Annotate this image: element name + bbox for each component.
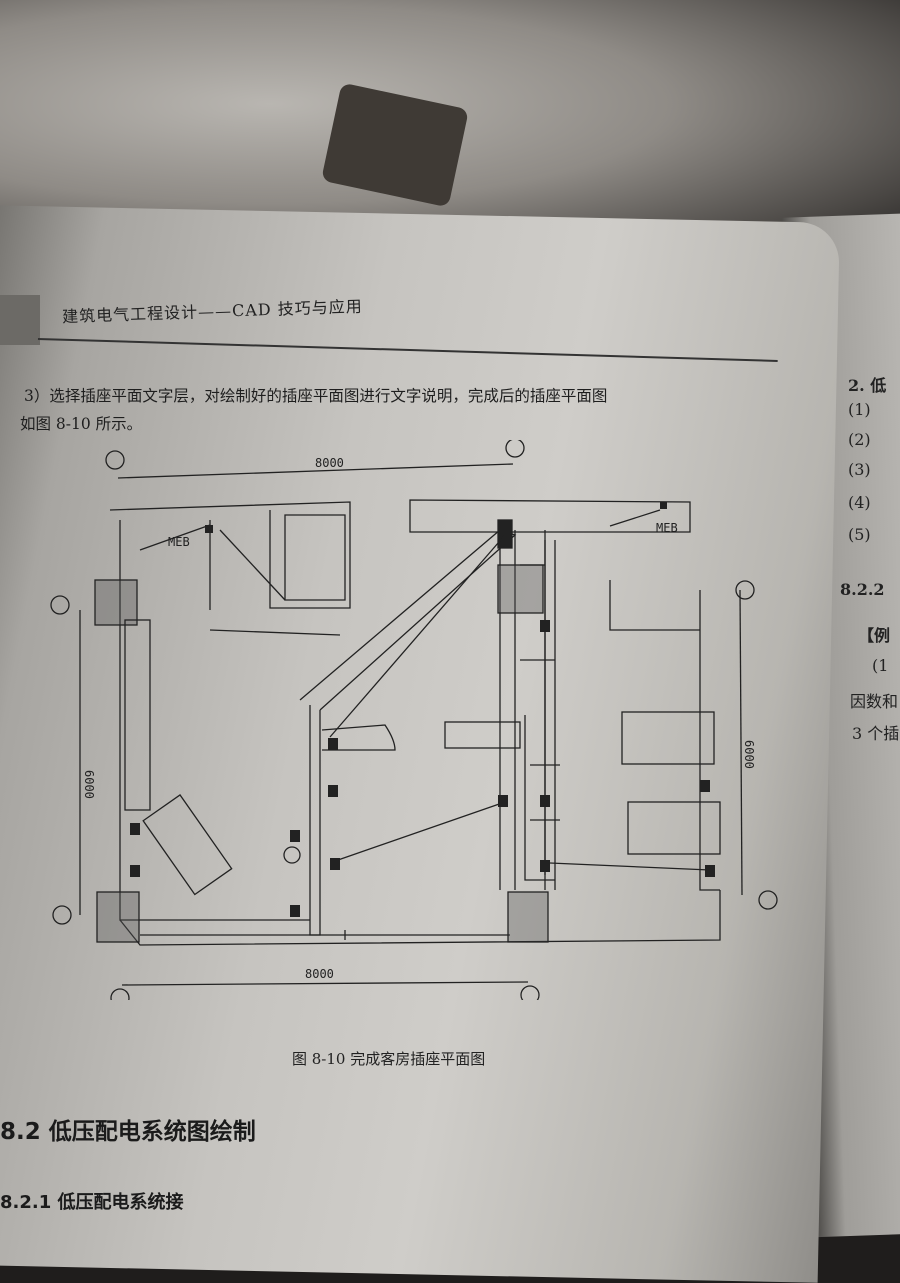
facing-page-line-10: 因数和 <box>850 692 899 711</box>
facing-page-line-8: 【例 <box>858 626 891 645</box>
paragraph-line-2: 如图 8-10 所示。 <box>20 415 143 433</box>
meb-label-right: MEB <box>656 521 678 535</box>
figure-caption: 图 8-10 完成客房插座平面图 <box>292 1050 486 1068</box>
facing-page-line-2: (1) <box>848 400 871 419</box>
section-heading: 8.2 低压配电系统图绘制 <box>0 1119 256 1145</box>
meb-label-left: MEB <box>168 535 190 549</box>
facing-page-line-9: (1 <box>872 656 889 675</box>
dimension-right: 6000 <box>742 740 756 769</box>
facing-page-line-4: (3) <box>848 460 871 479</box>
dimension-bottom: 8000 <box>305 967 334 981</box>
floor-plan-drawing: 8000 8000 6000 6000 MEB MEB <box>50 440 778 1000</box>
facing-page-line-7: 8.2.2 <box>840 580 885 599</box>
paragraph-line-1: 3）选择插座平面文字层，对绘制好的插座平面图进行文字说明，完成后的插座平面图 <box>24 387 608 405</box>
facing-page-line-11: 3 个插 <box>852 724 900 743</box>
facing-page-line-3: (2) <box>848 430 871 449</box>
facing-page-line-6: (5) <box>848 525 871 544</box>
facing-page-line-1: 2. 低 <box>848 376 887 395</box>
facing-page-line-5: (4) <box>848 493 871 512</box>
dimension-top: 8000 <box>315 456 344 470</box>
book-logo <box>0 295 40 345</box>
dimension-left: 6000 <box>82 770 96 799</box>
subsection-heading: 8.2.1 低压配电系统接 <box>0 1192 184 1213</box>
body-paragraph: 3）选择插座平面文字层，对绘制好的插座平面图进行文字说明，完成后的插座平面图 如… <box>20 382 790 438</box>
